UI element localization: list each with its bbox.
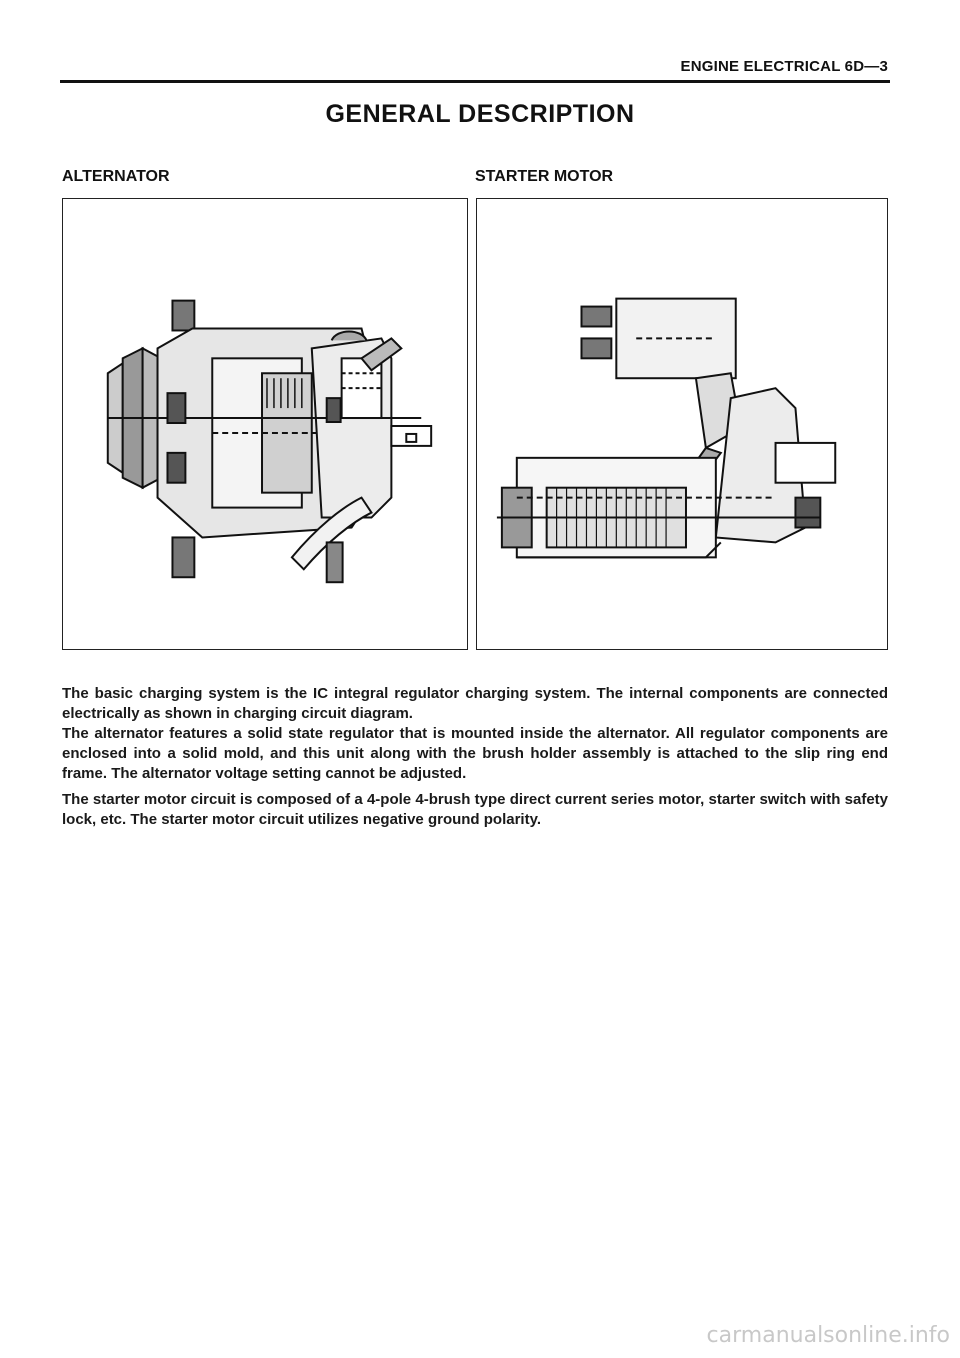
header-text: ENGINE ELECTRICAL 6D—3	[680, 58, 888, 75]
watermark: carmanualsonline.info	[706, 1323, 950, 1348]
paragraph-alternator: The alternator features a solid state re…	[62, 725, 888, 782]
page-header: ENGINE ELECTRICAL 6D—3	[60, 54, 890, 83]
alternator-illustration	[106, 299, 433, 584]
paragraph-charging-system: The basic charging system is the IC inte…	[62, 685, 888, 722]
starter-motor-label: STARTER MOTOR	[475, 168, 614, 185]
description-text: The basic charging system is the IC inte…	[62, 684, 888, 836]
starter-motor-figure	[476, 198, 888, 650]
alternator-label: ALTERNATOR	[62, 168, 170, 185]
page-title: GENERAL DESCRIPTION	[325, 100, 635, 128]
paragraph-starter-motor: The starter motor circuit is composed of…	[62, 791, 888, 828]
alternator-figure	[62, 198, 468, 650]
starter-motor-illustration	[496, 297, 837, 559]
